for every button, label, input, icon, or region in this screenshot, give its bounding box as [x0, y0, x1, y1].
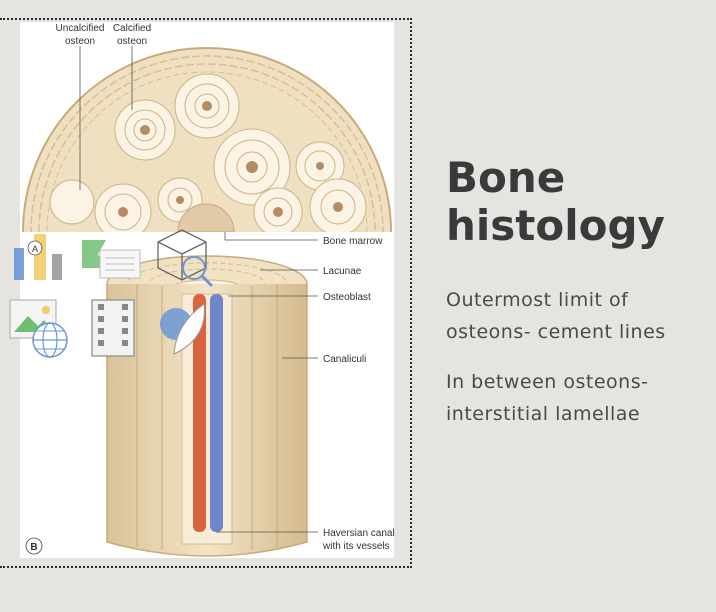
smartart-icon[interactable] [82, 240, 141, 279]
icons-icon[interactable] [160, 303, 205, 355]
label-calcified-2: osteon [117, 36, 147, 47]
label-uncalcified-2: osteon [65, 36, 95, 47]
video-icon[interactable] [91, 299, 135, 357]
label-haversian-1: Haversian canal [323, 528, 394, 539]
osteon-column-b [106, 255, 308, 557]
insert-content-icons: A [8, 228, 218, 368]
label-calcified-1: Calcified [113, 23, 151, 34]
label-uncalcified-1: Uncalcified [56, 23, 105, 34]
panel-a-label: A [32, 244, 38, 254]
panel-b-label: B [30, 542, 37, 553]
bullet-interstitial-lamellae: In between osteons- interstitial lamella… [446, 371, 649, 425]
label-osteoblast: Osteoblast [323, 292, 371, 303]
online-picture-icon[interactable] [32, 322, 68, 358]
chart-icon[interactable]: A [14, 234, 62, 280]
label-bone-marrow: Bone marrow [323, 236, 383, 247]
3d-model-icon[interactable] [157, 229, 214, 288]
histology-illustration: Uncalcified osteon Calcified osteon Bone… [22, 23, 394, 557]
slide-title[interactable]: Bone histology [446, 153, 665, 250]
bone-histology-figure: Uncalcified osteon Calcified osteon Bone… [20, 22, 394, 558]
slide-body[interactable]: Outermost limit of osteons- cement lines… [446, 284, 708, 448]
bullet-cement-lines: Outermost limit of osteons- cement lines [446, 289, 666, 343]
cross-section-a [22, 47, 392, 232]
label-canaliculi: Canaliculi [323, 354, 366, 365]
content-placeholder[interactable] [0, 18, 412, 568]
label-lacunae: Lacunae [323, 266, 362, 277]
label-haversian-2: with its vessels [322, 541, 390, 552]
